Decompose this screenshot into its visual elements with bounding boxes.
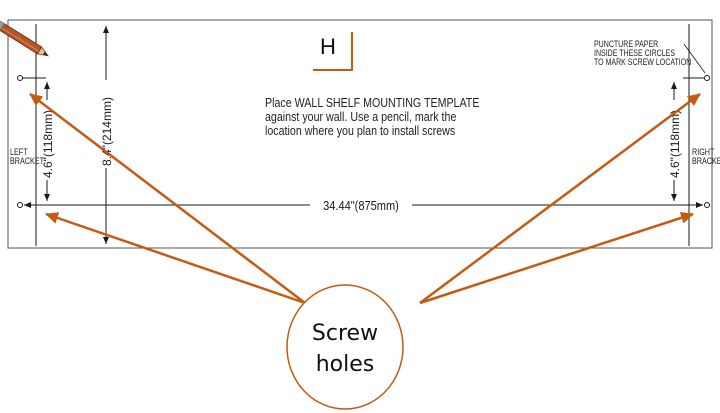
left-bracket-label: LEFT BRACKET — [10, 148, 44, 166]
instruction-line-2: against your wall. Use a pencil, mark th… — [265, 109, 457, 124]
screw-holes-callout — [286, 284, 404, 410]
puncture-line-1: PUNCTURE PAPER — [594, 39, 659, 49]
instruction-line-1: Place WALL SHELF MOUNTING TEMPLATE — [265, 95, 480, 110]
callout-line-2: holes — [315, 352, 375, 377]
callout-line-1: Screw — [311, 321, 379, 346]
h-box-corner — [313, 32, 353, 71]
arrow-to-top-right-hole — [419, 92, 701, 305]
left-vertical-dimension-label: 4.6"(118mm) — [41, 110, 55, 178]
screw-hole-top-right[interactable] — [704, 75, 710, 81]
right-bracket-line-1: RIGHT — [692, 147, 715, 157]
puncture-line-3: TO MARK SCREW LOCATION — [594, 57, 692, 67]
puncture-line-2: INSIDE THESE CIRCLES — [594, 48, 676, 58]
puncture-instructions: PUNCTURE PAPER INSIDE THESE CIRCLES TO M… — [594, 40, 691, 67]
mounting-instructions: Place WALL SHELF MOUNTING TEMPLATE again… — [265, 95, 480, 138]
h-marker: H — [313, 30, 353, 70]
screw-hole-top-left[interactable] — [17, 75, 23, 81]
left-bracket-line-1: LEFT — [10, 147, 28, 157]
arrow-to-top-left-hole — [29, 93, 306, 304]
puncture-leader-line — [683, 43, 706, 74]
left-bracket-line-2: BRACKET — [10, 156, 45, 166]
h-label: H — [320, 34, 336, 59]
screw-hole-bottom-left[interactable] — [17, 202, 23, 208]
callout-text: Screw holes — [290, 318, 400, 380]
right-bracket-line-2: BRACKET — [692, 156, 720, 166]
arrow-to-bottom-right-hole — [419, 212, 694, 305]
instruction-line-3: location where you plan to install screw… — [265, 123, 456, 138]
pencil-icon — [0, 20, 49, 57]
right-vertical-dimension-label: 4.6"(118mm) — [668, 110, 682, 178]
template-sheet — [7, 19, 713, 249]
width-dimension-label: 34.44"(875mm) — [323, 198, 399, 213]
right-bracket-label: RIGHT BRACKET — [692, 148, 720, 166]
screw-hole-bottom-right[interactable] — [704, 202, 710, 208]
arrow-to-bottom-left-hole — [45, 212, 306, 305]
